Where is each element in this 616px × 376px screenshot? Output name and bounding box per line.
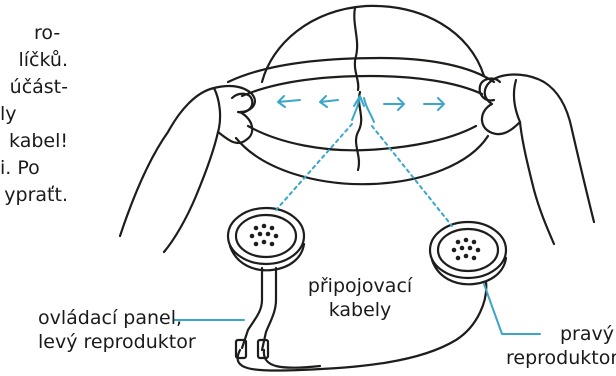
insert-arrow-right	[364, 98, 374, 122]
beanie-rim-inner	[242, 76, 482, 96]
label-control-panel-line1: ovládací panel,	[38, 306, 166, 330]
beanie-dome	[262, 6, 484, 82]
beanie-seam-top	[354, 8, 358, 90]
label-right-speaker-line1: pravý	[506, 322, 614, 346]
label-cables: připojovací kabely	[300, 274, 420, 322]
instruction-line: ro-	[34, 20, 60, 48]
instruction-line: účást-	[0, 74, 68, 102]
instruction-line: i. Po	[0, 155, 40, 183]
label-right-speaker: pravý reproduktor	[506, 322, 614, 370]
label-control-panel: ovládací panel, levý reproduktor	[38, 306, 166, 354]
left-speaker	[228, 208, 304, 264]
stretch-arrow-left-1	[278, 96, 300, 107]
stretch-arrow-left-2	[320, 96, 338, 107]
stretch-arrow-right-2	[424, 98, 444, 110]
right-speaker	[430, 222, 506, 278]
beanie-body-bottom	[236, 136, 488, 184]
beanie-rim-top	[228, 58, 494, 82]
instruction-line: kabel!	[0, 128, 68, 156]
right-hand	[482, 75, 594, 244]
left-hand	[120, 86, 255, 252]
instruction-line: ypraťt.	[0, 182, 68, 210]
insert-arrow-left	[352, 96, 364, 120]
guide-line-right	[372, 126, 452, 226]
control-panel-cable	[242, 268, 262, 348]
label-control-panel-line2: levý reproduktor	[38, 330, 166, 354]
label-cables-line2: kabely	[300, 298, 420, 322]
label-cables-line1: připojovací	[300, 274, 420, 298]
instruction-line: líčků.	[0, 47, 68, 75]
beanie-inner-lower	[248, 126, 476, 150]
instruction-line: ly	[0, 101, 17, 129]
stretch-arrow-right-1	[384, 98, 404, 110]
guide-line-left	[276, 124, 352, 210]
label-right-speaker-line2: reproduktor	[506, 346, 614, 370]
